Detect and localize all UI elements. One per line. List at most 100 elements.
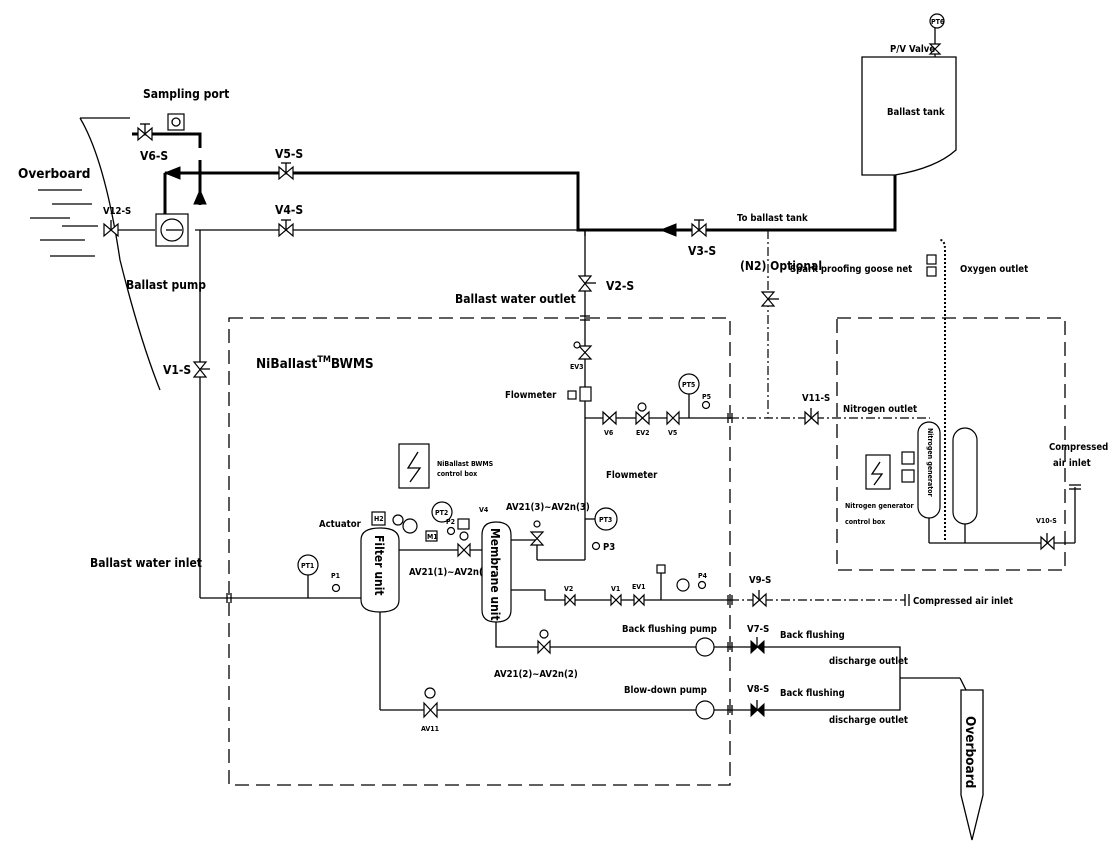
valve-v5[interactable] [666, 410, 680, 426]
valve-v12s[interactable] [103, 220, 119, 238]
n2-optional-line [760, 230, 779, 418]
valve-v4s[interactable] [278, 219, 294, 238]
m2-box [457, 518, 470, 530]
v8s-label: V8-S [747, 684, 769, 695]
discharge-outlet-1-label: discharge outlet [829, 656, 908, 667]
valve-av21-3[interactable] [529, 520, 545, 546]
av21-1-label: AV21(1)~AV2n(1) [409, 567, 493, 578]
pt1-gauge [297, 554, 319, 598]
v1s-label: V1-S [163, 363, 191, 377]
valve-v3s[interactable] [691, 219, 707, 238]
valve-v10s[interactable] [1040, 533, 1055, 551]
ev3-label: EV3 [570, 363, 584, 371]
valve-v8s[interactable] [750, 700, 765, 718]
nitrogen-generator-label: Nitrogen generator [926, 428, 934, 498]
valve-ev1[interactable] [633, 593, 645, 607]
m1-label: M1 [427, 533, 438, 541]
valve-v6[interactable] [602, 410, 617, 426]
p3-label: P3 [603, 542, 615, 553]
membrane-unit [481, 521, 512, 623]
v5s-label: V5-S [275, 147, 303, 161]
flowmeter-2-label: Flowmeter [606, 470, 658, 481]
v9s-label: V9-S [749, 575, 771, 586]
sampling-port [167, 113, 185, 131]
pt2-gauge [431, 501, 453, 523]
boundary-ticks [226, 315, 733, 715]
ev2-label: EV2 [636, 429, 650, 437]
nitrogen-gen-control-box [865, 451, 915, 490]
v2-label: V2 [564, 585, 573, 593]
pt4-gauge [676, 578, 690, 592]
overboard-left-label: Overboard [18, 166, 90, 182]
v6s-label: V6-S [140, 149, 168, 163]
goose-net-icon [926, 266, 937, 277]
ballast-water-outlet-label: Ballast water outlet [455, 292, 576, 306]
spark-proofing-icon [926, 254, 937, 265]
av21-3-line [511, 539, 585, 561]
nitrogen-generator-boundary [836, 317, 1066, 571]
valve-ev3[interactable] [573, 341, 593, 360]
flow-arrow-left [659, 223, 677, 237]
bwms-control-box [398, 443, 430, 489]
overboard-right-label: Overboard [962, 716, 978, 788]
control-box-label-1: NiBallast BWMS [437, 460, 494, 468]
valve-v2[interactable] [564, 593, 576, 607]
av21-2-label: AV21(2)~AV2n(2) [494, 669, 578, 680]
ballast-pump-label: Ballast pump [126, 278, 206, 292]
p4-gauge [697, 580, 707, 590]
valve-v5s[interactable] [278, 162, 294, 181]
pt3-label: PT3 [599, 516, 612, 524]
back-flushing-line [495, 622, 967, 711]
nitrogen-generator-vessel [917, 421, 978, 525]
valve-av21-2[interactable] [537, 629, 551, 655]
valve-v1[interactable] [610, 593, 622, 607]
p2-gauge [446, 526, 456, 536]
discharge-outlet-2-label: discharge outlet [829, 715, 908, 726]
nitrogen-gen-control-label-1: Nitrogen generator [845, 502, 915, 510]
filter-unit-label: Filter unit [372, 535, 386, 596]
pt3-gauge [585, 507, 618, 531]
pt5-label: PT5 [682, 381, 695, 389]
valve-v6s[interactable] [137, 123, 153, 142]
filter-unit [360, 527, 400, 613]
p4-label: P4 [698, 572, 708, 580]
pv-valve-label: P/V Valve [890, 44, 935, 55]
valve-v7s[interactable] [750, 637, 765, 655]
valve-v1s[interactable] [192, 361, 210, 378]
system-name: NiBallastTMBWMS [256, 355, 374, 372]
valve-av11[interactable] [423, 687, 438, 719]
v4-label: V4 [479, 506, 489, 514]
compressed-air-right-1: Compressed [1049, 442, 1108, 453]
p2-label: P2 [446, 518, 455, 526]
p1-gauge [331, 583, 341, 593]
v2s-label: V2-S [606, 279, 634, 293]
pv-valve[interactable] [928, 13, 945, 57]
actuator-label: Actuator [319, 519, 362, 530]
sampling-port-label: Sampling port [143, 87, 229, 101]
nitrogen-gen-control-label-2: control box [845, 518, 885, 526]
pt2-label: PT2 [435, 509, 448, 517]
n2-optional-label: (N2) Optional [740, 259, 822, 273]
v10s-label: V10-S [1036, 517, 1057, 525]
v12s-label: V12-S [103, 206, 131, 217]
av21-3-label: AV21(3)~AV2n(3) [506, 502, 590, 513]
oxygen-outlet-label: Oxygen outlet [960, 264, 1028, 275]
spark-proofing-label: Spark proofing goose net [790, 264, 912, 275]
valve-v11s[interactable] [804, 408, 819, 426]
valve-ev2[interactable] [635, 402, 650, 426]
valve-av21-1[interactable] [457, 531, 471, 558]
goose-net-line [939, 239, 946, 540]
back-flushing-1-label: Back flushing [780, 630, 845, 641]
valve-v9s[interactable] [752, 590, 767, 608]
nitrogen-outlet-label: Nitrogen outlet [843, 404, 917, 415]
flowmeter-1-label: Flowmeter [505, 390, 557, 401]
pt6-label: PT6 [931, 18, 945, 26]
v11s-label: V11-S [802, 393, 830, 404]
p5-gauge [701, 400, 711, 410]
pt5-gauge [678, 373, 700, 418]
water-lines [30, 189, 98, 257]
v4s-label: V4-S [275, 203, 303, 217]
valve-v2s[interactable] [577, 275, 596, 292]
back-flushing-2-label: Back flushing [780, 688, 845, 699]
pt1-label: PT1 [301, 562, 314, 570]
